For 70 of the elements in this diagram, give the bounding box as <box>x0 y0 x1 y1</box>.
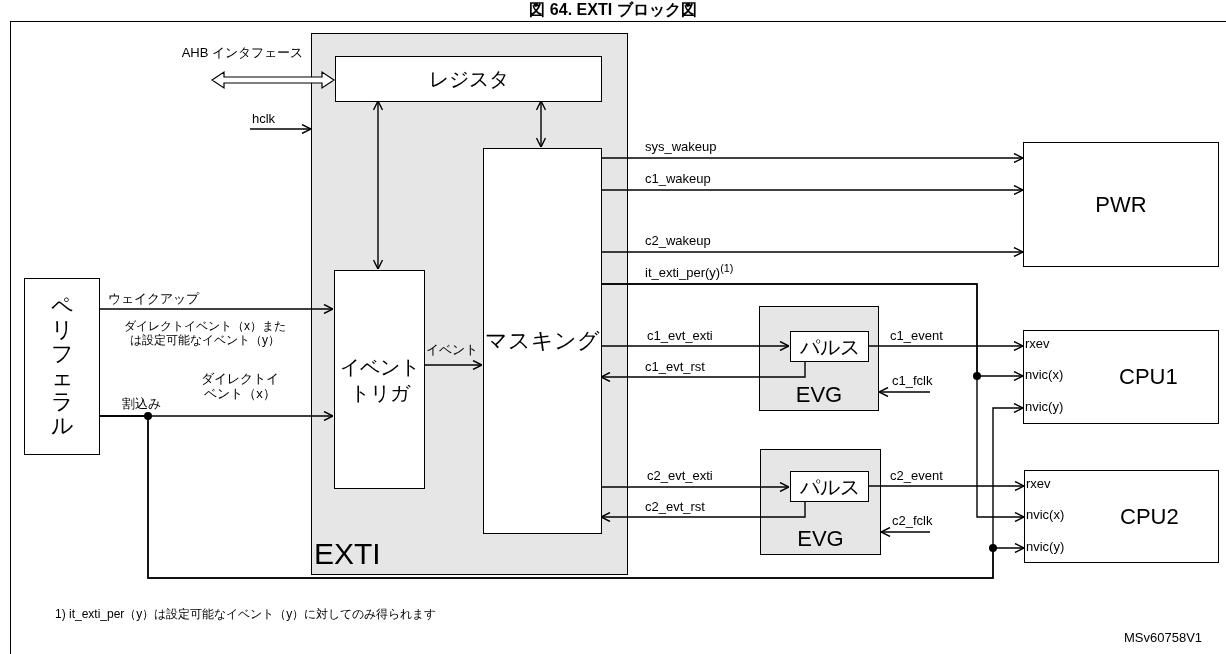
edge-label: c1_wakeup <box>645 172 711 187</box>
edge-label: c1_fclk <box>892 374 933 389</box>
edge-label: ダイレクトイベント（x） <box>200 372 280 402</box>
block-title: CPU2 <box>1120 503 1179 530</box>
arrow <box>600 152 1024 164</box>
edge-label: c2_evt_exti <box>647 469 713 484</box>
block-title: PWR <box>1094 191 1148 218</box>
arrow <box>600 500 806 523</box>
pulse-box <box>790 471 869 502</box>
figure-id: MSv60758V1 <box>1124 631 1203 646</box>
block-title: ペリフェラル <box>51 293 73 440</box>
arrow <box>600 360 806 383</box>
block-title: EXTI <box>314 536 381 571</box>
port-label: nvic(x) <box>1025 368 1064 383</box>
arrow <box>600 481 790 493</box>
edge-label: c2_event <box>890 469 943 484</box>
cpu-box <box>1023 330 1219 424</box>
arrow <box>867 340 1024 352</box>
edge-label: c1_event <box>890 329 943 344</box>
edge-label: c2_wakeup <box>645 234 711 249</box>
block-title: レジスタ <box>427 67 510 91</box>
edge-label: sys_wakeup <box>645 140 717 155</box>
port-label: nvic(x) <box>1026 508 1065 523</box>
arrow <box>600 283 1025 523</box>
port-label: nvic(y) <box>1025 400 1064 415</box>
arrow <box>600 340 790 352</box>
port-label: rxev <box>1026 477 1051 492</box>
block-title: マスキング <box>484 328 601 354</box>
arrow <box>99 303 334 315</box>
pulse-box <box>790 331 869 362</box>
edge-label: c1_evt_exti <box>647 329 713 344</box>
diagram-title: 図 64. EXTI ブロック図 <box>528 1 698 20</box>
exti-block <box>311 33 628 575</box>
block-title: CPU1 <box>1119 364 1178 390</box>
edge-label: c2_evt_rst <box>645 500 705 515</box>
edge-label: イベント <box>426 343 478 358</box>
evg-block <box>759 306 879 411</box>
cpu-box <box>1024 470 1219 563</box>
signal-note: ダイレクトイベント（x）または設定可能なイベント（y） <box>123 320 287 348</box>
arrow <box>878 386 931 398</box>
signal-label: 割込み <box>122 397 161 412</box>
register-box <box>335 56 602 102</box>
masking-box <box>483 148 602 534</box>
arrow <box>880 526 931 538</box>
edge-label: c2_fclk <box>892 514 933 529</box>
edge-label: it_exti_per(y)$^{(1)}$ <box>645 262 734 282</box>
footnote: 1) it_exti_per（y）は設定可能なイベント（y）に対してのみ得られます <box>55 608 437 622</box>
block-title: EVG <box>794 381 844 407</box>
event-trigger-box <box>334 270 425 489</box>
pwr-box <box>1023 142 1219 267</box>
evg-block <box>760 449 881 555</box>
arrow <box>600 246 1024 258</box>
arrow <box>423 359 483 371</box>
arrow <box>867 480 1025 492</box>
arrow <box>535 100 547 148</box>
arrow <box>600 184 1024 196</box>
port-label: nvic(y) <box>1026 540 1065 555</box>
edge-label: hclk <box>252 112 276 127</box>
bus-arrow <box>210 70 336 90</box>
arrow <box>372 100 384 270</box>
block-title: EVG <box>796 525 845 551</box>
port-label: rxev <box>1025 337 1050 352</box>
block-title: イベントトリガ <box>339 354 420 406</box>
block-title: パルス <box>798 335 861 358</box>
edge-label: AHB インタフェース <box>180 46 303 61</box>
edge-label: ウェイクアップ <box>108 292 199 307</box>
arrow <box>249 123 312 135</box>
peripheral-box <box>24 278 100 455</box>
edge-label: c1_evt_rst <box>645 360 705 375</box>
block-title: パルス <box>798 475 861 498</box>
